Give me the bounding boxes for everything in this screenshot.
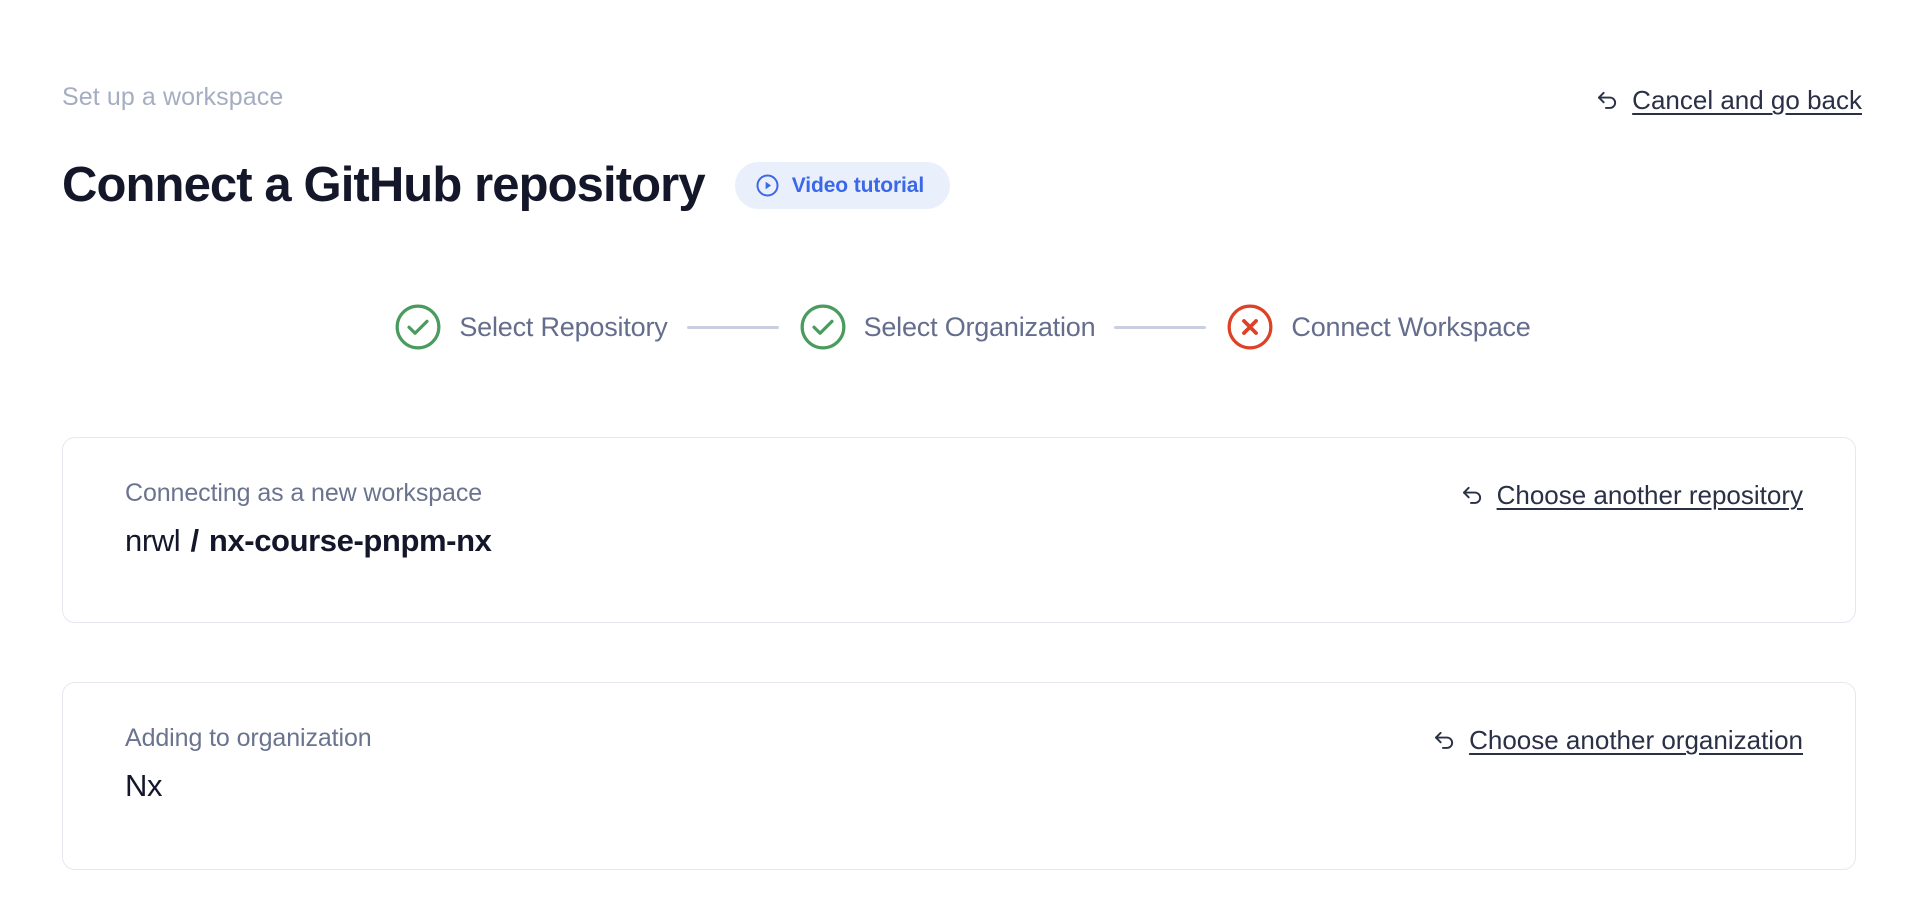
- x-circle-icon: [1225, 302, 1275, 352]
- page-header: Set up a workspace Connect a GitHub repo…: [62, 83, 1862, 247]
- repository-separator: /: [190, 523, 199, 558]
- organization-card-text: Adding to organization Nx: [125, 723, 372, 804]
- organization-card: Adding to organization Nx Choose another…: [62, 682, 1856, 870]
- step-connector: [686, 325, 779, 329]
- play-circle-icon: [755, 173, 780, 198]
- undo-arrow-icon: [1459, 482, 1486, 509]
- step-connector: [1114, 325, 1207, 329]
- title-row: Connect a GitHub repository Video tutori…: [62, 126, 1862, 247]
- step-label: Select Repository: [459, 311, 668, 342]
- step-label: Connect Workspace: [1291, 311, 1531, 342]
- repository-owner: nrwl: [125, 523, 181, 558]
- breadcrumb-eyebrow: Set up a workspace: [62, 83, 284, 111]
- choose-another-repository-label: Choose another repository: [1496, 480, 1803, 510]
- progress-stepper: Select Repository Select Organization Co…: [0, 302, 1924, 352]
- video-tutorial-label: Video tutorial: [791, 173, 925, 197]
- undo-arrow-icon: [1594, 87, 1621, 114]
- undo-arrow-icon: [1431, 727, 1458, 754]
- organization-card-label: Adding to organization: [125, 724, 372, 752]
- repository-card-inner: Connecting as a new workspace nrwl / nx-…: [63, 478, 1855, 559]
- step-label: Select Organization: [863, 311, 1096, 342]
- repository-card: Connecting as a new workspace nrwl / nx-…: [62, 437, 1856, 623]
- video-tutorial-button[interactable]: Video tutorial: [734, 162, 951, 210]
- cancel-and-go-back-link[interactable]: Cancel and go back: [1594, 85, 1862, 116]
- repository-card-text: Connecting as a new workspace nrwl / nx-…: [125, 478, 492, 559]
- step-connect-workspace[interactable]: Connect Workspace: [1225, 302, 1531, 352]
- organization-card-value: Nx: [125, 768, 163, 803]
- repository-card-value: nrwl / nx-course-pnpm-nx: [125, 522, 492, 559]
- step-select-repository[interactable]: Select Repository: [393, 302, 668, 352]
- organization-card-inner: Adding to organization Nx Choose another…: [63, 723, 1855, 804]
- check-circle-icon: [798, 302, 848, 352]
- choose-another-organization-link[interactable]: Choose another organization: [1431, 725, 1803, 756]
- choose-another-repository-link[interactable]: Choose another repository: [1459, 480, 1803, 511]
- cancel-and-go-back-label: Cancel and go back: [1632, 85, 1862, 115]
- step-select-organization[interactable]: Select Organization: [798, 302, 1096, 352]
- choose-another-organization-label: Choose another organization: [1469, 725, 1803, 755]
- repository-name: nx-course-pnpm-nx: [208, 523, 492, 558]
- page-title: Connect a GitHub repository: [62, 158, 706, 213]
- repository-card-label: Connecting as a new workspace: [125, 479, 483, 507]
- check-circle-icon: [393, 302, 443, 352]
